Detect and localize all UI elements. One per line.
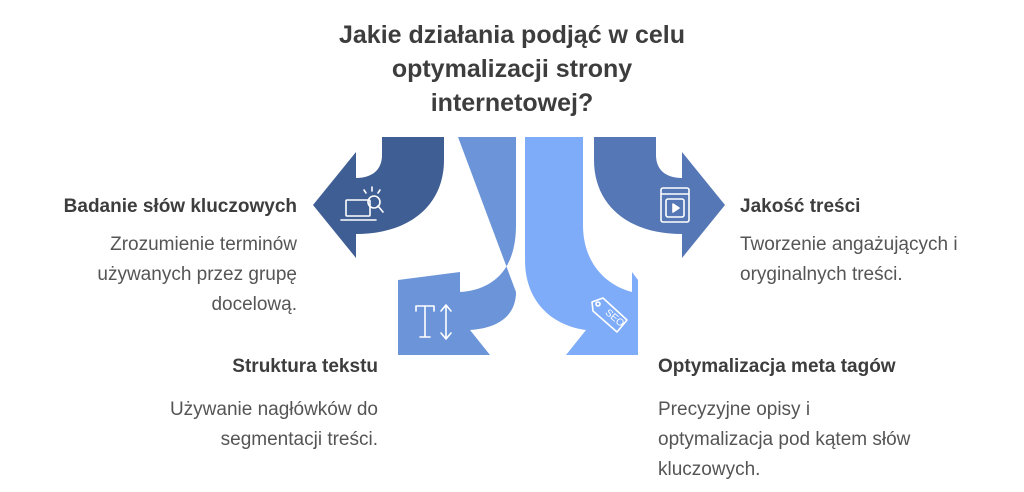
description-text-structure: Używanie nagłówków do segmentacji treści…	[169, 399, 378, 450]
heading-keyword-research: Badanie słów kluczowych	[63, 196, 297, 217]
laptop-search-icon	[340, 186, 384, 221]
video-book-icon	[660, 187, 690, 223]
heading-content-quality: Jakość treści	[740, 196, 861, 217]
text-height-icon	[415, 304, 452, 340]
arrow-content-quality	[594, 137, 725, 258]
heading-meta-tags: Optymalizacja meta tagów	[658, 356, 896, 377]
description-meta-tags: Precyzyjne opisy i optymalizacja pod kąt…	[658, 399, 911, 480]
diagram-title: Jakie działania podjąć w celu optymaliza…	[339, 21, 685, 117]
heading-text-structure: Struktura tekstu	[232, 356, 378, 377]
arrow-meta-tags	[525, 137, 638, 355]
description-content-quality: Tworzenie angażujących i oryginalnych tr…	[740, 234, 958, 285]
description-keyword-research: Zrozumienie terminów używanych przez gru…	[97, 234, 297, 315]
arrow-text-structure	[398, 137, 516, 355]
seo-tag-icon: SEO	[591, 297, 628, 333]
